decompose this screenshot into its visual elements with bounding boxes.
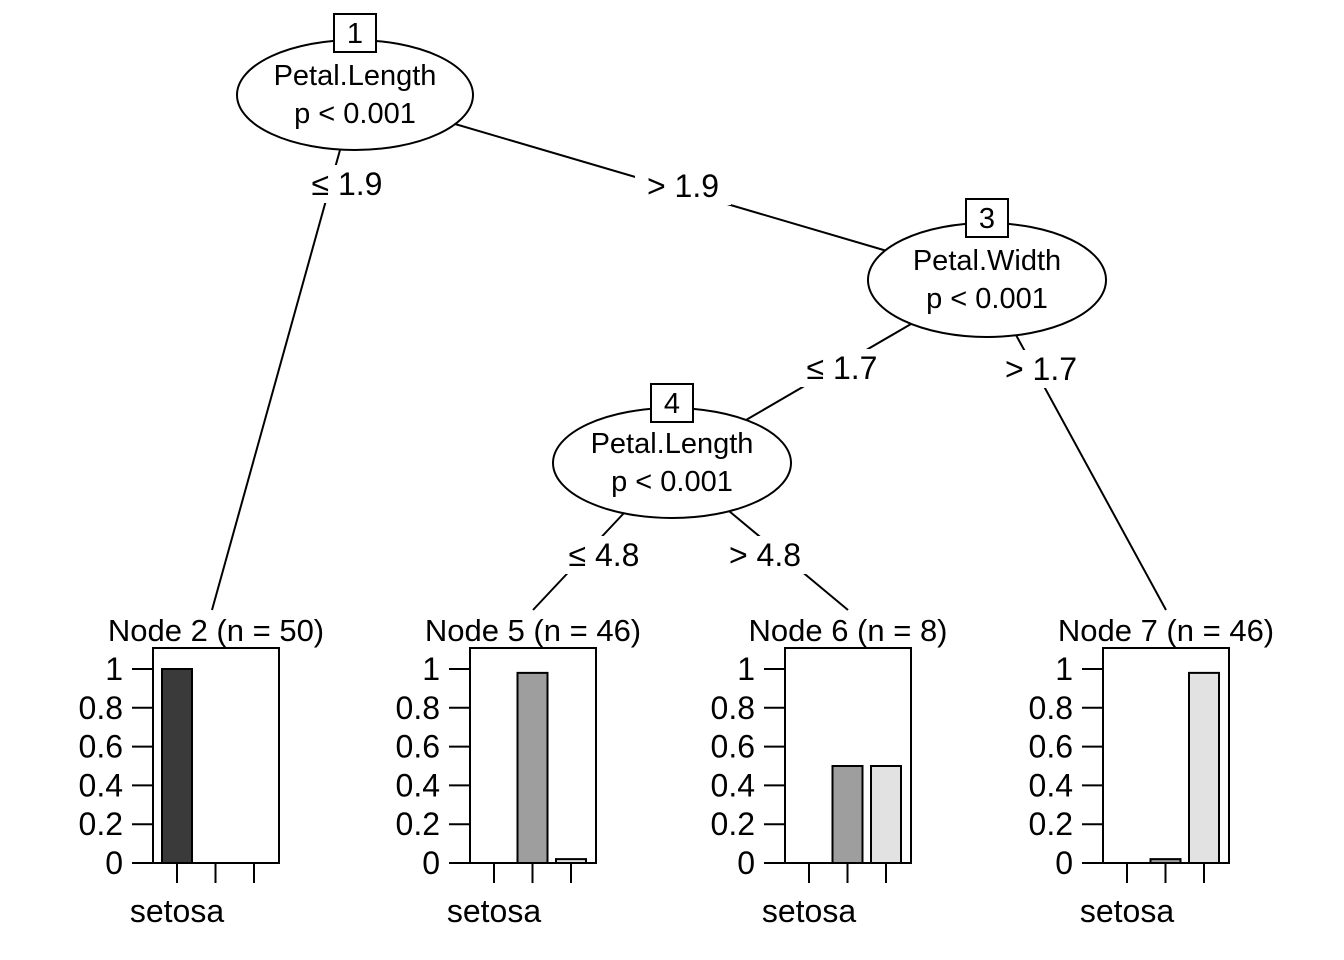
y-axis-tick-label: 0 <box>105 845 123 881</box>
y-axis-tick-label: 1 <box>105 651 123 687</box>
edge-label-text: > 1.9 <box>647 168 719 204</box>
node-id: 1 <box>347 18 363 50</box>
x-axis-label: setosa <box>762 893 856 929</box>
bar <box>870 765 902 864</box>
node-id-box <box>965 198 1009 238</box>
terminal-panels: Node 2 (n = 50)00.20.40.60.81setosaNode … <box>79 613 1275 929</box>
inner-node-1: Petal.Length p < 0.001 1 <box>236 13 474 151</box>
y-axis-tick-label: 0.2 <box>711 806 755 842</box>
panel-title: Node 7 (n = 46) <box>1058 613 1274 648</box>
p-value: p < 0.001 <box>611 466 733 498</box>
y-axis-tick-label: 0.6 <box>79 729 123 765</box>
y-axis-tick-label: 0 <box>422 845 440 881</box>
y-axis-tick-label: 0.8 <box>1029 690 1073 726</box>
inner-node-4: Petal.Length p < 0.001 4 <box>552 383 792 519</box>
x-axis-label: setosa <box>130 893 224 929</box>
edge-label-bg <box>635 167 731 205</box>
edge-label: ≤ 1.7 <box>794 349 890 387</box>
y-axis-tick-label: 0.4 <box>711 767 755 803</box>
node-id: 3 <box>979 203 995 235</box>
bar <box>161 668 193 864</box>
x-axis-label: setosa <box>447 893 541 929</box>
edge-label-text: > 1.7 <box>1005 351 1077 387</box>
y-axis-tick-label: 0.4 <box>396 767 440 803</box>
y-axis-tick-label: 0.4 <box>79 767 123 803</box>
panel-title: Node 2 (n = 50) <box>108 613 324 648</box>
edge-line-1-to-2 <box>211 149 341 611</box>
y-axis-tick-label: 0.2 <box>79 806 123 842</box>
edge-label: > 1.7 <box>993 350 1089 388</box>
edge-label-bg <box>556 536 652 574</box>
terminal-panel: Node 2 (n = 50) 00.20.40.60.81 setosa <box>79 613 325 929</box>
edge-labels: ≤ 1.9 > 1.9 ≤ 1.7 > 1.7 ≤ 4.8 > 4.8 <box>299 165 1089 574</box>
panel-title: Node 6 (n = 8) <box>748 613 947 648</box>
edge-label-bg <box>717 536 813 574</box>
y-axis-tick-label: 0.4 <box>1029 767 1073 803</box>
node-id-box <box>650 383 694 423</box>
bar <box>516 671 549 864</box>
edge-label-bg <box>993 350 1089 388</box>
inner-node-3: Petal.Width p < 0.001 3 <box>867 198 1107 338</box>
split-variable: Petal.Length <box>591 428 754 460</box>
edge-label-bg <box>299 165 395 203</box>
edge-label-text: ≤ 1.9 <box>312 166 383 202</box>
edge-label: ≤ 4.8 <box>556 536 652 574</box>
edge-label-text: > 4.8 <box>729 537 801 573</box>
node-id: 4 <box>664 388 680 420</box>
p-value: p < 0.001 <box>926 283 1048 315</box>
split-variable: Petal.Width <box>913 245 1061 277</box>
bar <box>831 765 864 864</box>
y-axis-tick-label: 0.8 <box>79 690 123 726</box>
node-id-box <box>333 13 377 53</box>
y-axis-tick-label: 1 <box>422 651 440 687</box>
y-axis-tick-label: 0.2 <box>1029 806 1073 842</box>
x-axis-label: setosa <box>1080 893 1174 929</box>
terminal-panel: Node 6 (n = 8) 00.20.40.60.81 setosa <box>711 613 948 929</box>
y-axis-tick-label: 0.6 <box>711 729 755 765</box>
edge-label: > 4.8 <box>717 536 813 574</box>
edge-label: ≤ 1.9 <box>299 165 395 203</box>
terminal-panel: Node 7 (n = 46) 00.20.40.60.81 setosa <box>1029 613 1275 929</box>
split-variable: Petal.Length <box>274 60 437 92</box>
bar <box>1188 671 1220 864</box>
y-axis-tick-label: 0.2 <box>396 806 440 842</box>
y-axis-tick-label: 0.6 <box>1029 729 1073 765</box>
p-value: p < 0.001 <box>294 98 416 130</box>
y-axis-tick-label: 0.8 <box>396 690 440 726</box>
node-ellipse <box>552 407 792 519</box>
edge-label-bg <box>794 349 890 387</box>
panel-title: Node 5 (n = 46) <box>425 613 641 648</box>
y-axis-tick-label: 0.8 <box>711 690 755 726</box>
node-ellipse <box>867 222 1107 338</box>
y-axis-tick-label: 0 <box>737 845 755 881</box>
edge-label-text: ≤ 4.8 <box>569 537 640 573</box>
node-ellipse <box>236 39 474 151</box>
y-axis-tick-label: 0 <box>1055 845 1073 881</box>
edge-label: > 1.9 <box>635 167 731 205</box>
y-axis-tick-label: 0.6 <box>396 729 440 765</box>
inner-nodes: Petal.Length p < 0.001 1 Petal.Width p <… <box>236 13 1107 519</box>
terminal-panel: Node 5 (n = 46) 00.20.40.60.81 setosa <box>396 613 642 929</box>
edge-label-text: ≤ 1.7 <box>807 350 878 386</box>
y-axis-tick-label: 1 <box>1055 651 1073 687</box>
y-axis-tick-label: 1 <box>737 651 755 687</box>
